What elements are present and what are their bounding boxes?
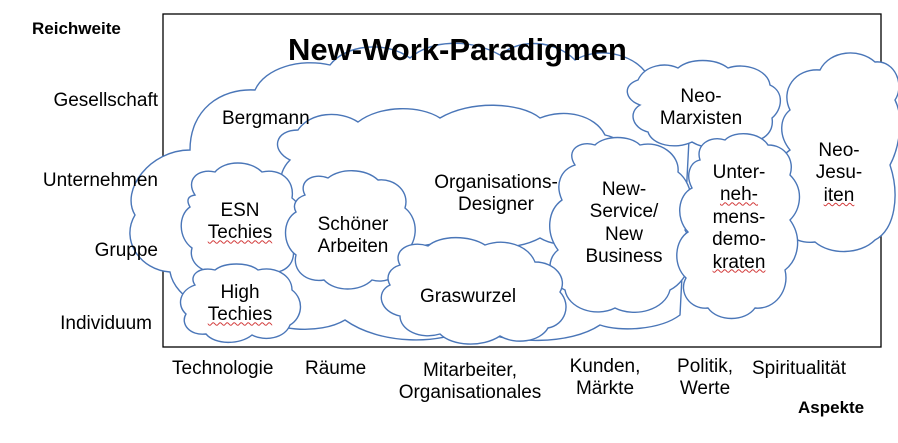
- label-high-techies-line1: High: [220, 282, 260, 303]
- x-aspect-raeume: Räume: [305, 358, 367, 379]
- x-aspect-politik: Politik, Werte: [670, 356, 740, 401]
- label-neo-jesuiten-line1: Neo-: [818, 140, 860, 161]
- x-aspect-kunden-line2: Märkte: [575, 378, 635, 400]
- label-new-service: New- Service/ New Business: [578, 179, 670, 269]
- label-new-service-line4: Business: [585, 246, 663, 268]
- x-aspect-mitarbeiter: Mitarbeiter, Organisationales: [392, 360, 548, 405]
- label-unternehmensdemokraten-line5: kraten: [712, 251, 766, 273]
- label-bergmann: Bergmann: [222, 108, 310, 129]
- cloud-neo-marxisten: [626, 59, 782, 149]
- label-neo-jesuiten-line3: iten: [823, 184, 855, 206]
- x-aspect-spiritualitaet: Spiritualität: [752, 358, 846, 379]
- x-aspect-politik-line2: Werte: [679, 378, 731, 400]
- label-new-service-line1: New-: [601, 179, 647, 200]
- y-level-gesellschaft: Gesellschaft: [53, 90, 158, 111]
- y-axis-title: Reichweite: [32, 19, 121, 38]
- x-aspect-mitarbeiter-line1: Mitarbeiter,: [423, 360, 517, 381]
- label-graswurzel: Graswurzel: [420, 286, 517, 307]
- label-organisations-designer-line1: Organisations-: [434, 172, 558, 193]
- label-schoener-arbeiten-line2: Arbeiten: [317, 236, 389, 258]
- diagram-title: New-Work-Paradigmen: [288, 32, 627, 67]
- label-schoener-arbeiten: Schöner Arbeiten: [308, 214, 398, 259]
- label-esn-techies: ESN Techies: [200, 200, 280, 245]
- x-aspect-technologie: Technologie: [172, 358, 274, 379]
- label-unternehmensdemokraten-line1: Unter-: [712, 162, 766, 183]
- y-level-gruppe: Gruppe: [94, 240, 158, 261]
- label-esn-techies-line1: ESN: [220, 200, 260, 221]
- label-organisations-designer-line2: Designer: [457, 194, 535, 216]
- label-schoener-arbeiten-line1: Schöner: [317, 214, 389, 235]
- x-axis-title: Aspekte: [798, 398, 865, 417]
- y-level-individuum: Individuum: [60, 313, 152, 334]
- x-aspect-kunden: Kunden, Märkte: [562, 356, 648, 401]
- label-unternehmensdemokraten-line4: demo-: [712, 229, 766, 251]
- cloud-high-techies: [179, 263, 302, 344]
- x-aspect-politik-line1: Politik,: [677, 356, 733, 377]
- label-new-service-line2: Service/: [589, 201, 659, 223]
- label-neo-jesuiten: Neo- Jesu- iten: [808, 140, 870, 207]
- label-high-techies-line2: Techies: [207, 304, 273, 326]
- label-organisations-designer: Organisations- Designer: [428, 172, 564, 217]
- label-high-techies: High Techies: [200, 282, 280, 327]
- label-esn-techies-line2: Techies: [207, 222, 273, 244]
- label-new-service-line3: New: [604, 223, 643, 245]
- x-aspect-mitarbeiter-line2: Organisationales: [398, 382, 542, 404]
- cloud-unternehmensdemokraten: [676, 133, 801, 320]
- label-unternehmensdemokraten: Unter- neh- mens- demo- kraten: [700, 162, 778, 274]
- cloud-esn-techies: [180, 162, 304, 283]
- y-level-unternehmen: Unternehmen: [42, 170, 158, 191]
- cloud-graswurzel: [380, 236, 567, 345]
- label-neo-marxisten: Neo- Marxisten: [648, 86, 754, 131]
- label-unternehmensdemokraten-line2: neh-: [719, 184, 759, 206]
- x-aspect-kunden-line1: Kunden,: [569, 356, 641, 377]
- label-neo-marxisten-line1: Neo-: [680, 86, 722, 107]
- label-neo-jesuiten-line2: Jesu-: [815, 162, 863, 184]
- cloud-new-service: [549, 136, 693, 313]
- label-neo-marxisten-line2: Marxisten: [659, 108, 743, 130]
- label-unternehmensdemokraten-line3: mens-: [712, 206, 766, 228]
